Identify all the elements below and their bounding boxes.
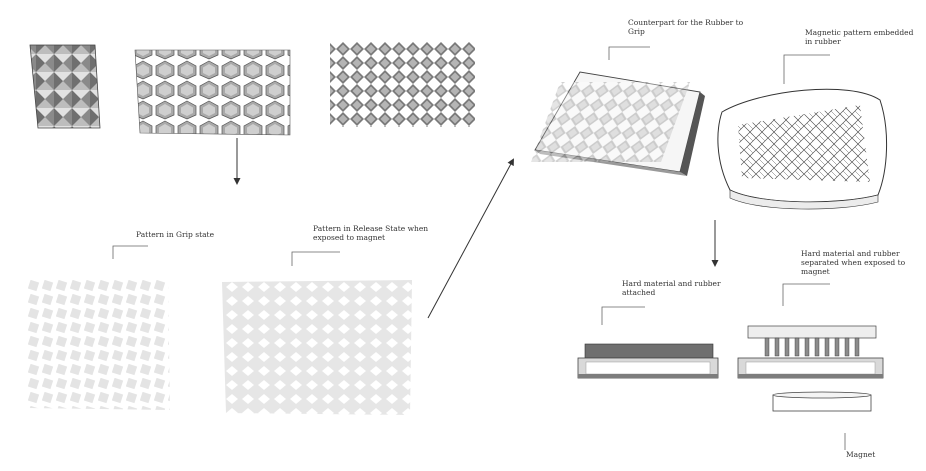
attached-assembly bbox=[577, 343, 719, 379]
leader-lines bbox=[112, 46, 846, 450]
caption-magnetic-pattern: Magnetic pattern embedded in rubber bbox=[805, 28, 914, 46]
grip-state-pattern bbox=[25, 278, 170, 410]
caption-release-state: Pattern in Release State when exposed to… bbox=[313, 224, 429, 242]
caption-separated: Hard material and rubber separated when … bbox=[801, 249, 906, 276]
magnet-disc bbox=[772, 391, 872, 412]
triangle-pattern-thumbnail bbox=[29, 44, 101, 129]
separated-assembly bbox=[737, 325, 884, 379]
hexagon-pattern-thumbnail bbox=[134, 49, 291, 136]
caption-grip-state: Pattern in Grip state bbox=[136, 230, 215, 239]
release-state-pattern bbox=[222, 280, 412, 415]
caption-counterpart: Counterpart for the Rubber to Grip bbox=[628, 18, 744, 36]
diamond-pattern-thumbnail bbox=[330, 42, 475, 127]
caption-attached: Hard material and rubber attached bbox=[622, 279, 721, 297]
counterpart-plate bbox=[531, 71, 705, 176]
rubber-block bbox=[717, 88, 887, 210]
caption-magnet: Magnet bbox=[846, 450, 876, 459]
arrow-diagonal-icon bbox=[427, 158, 514, 319]
